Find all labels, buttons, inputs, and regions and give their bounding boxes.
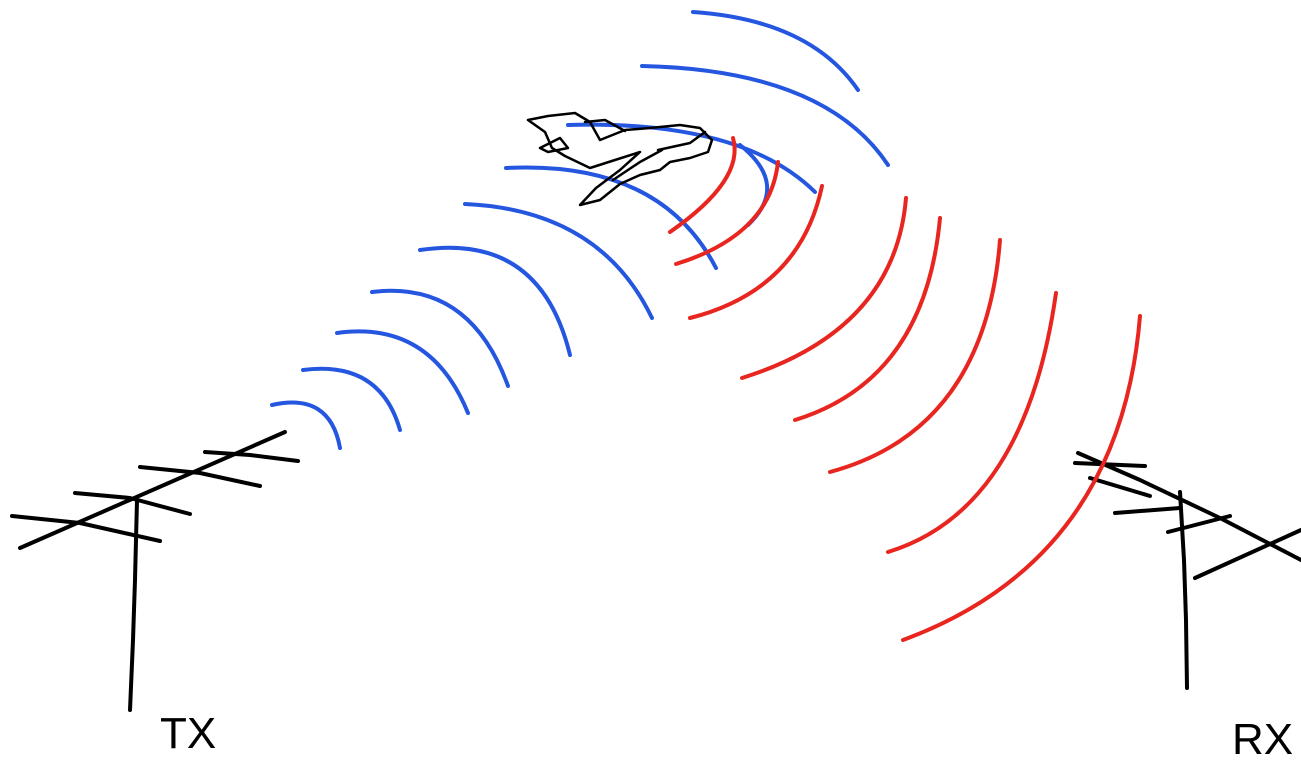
incident-wavefront (301, 366, 402, 432)
incident-wavefront (463, 202, 654, 320)
scattered-wavefront (674, 160, 780, 266)
rx-antenna-icon (1073, 451, 1301, 690)
tx-label: TX (160, 709, 217, 758)
incident-wavefront (566, 122, 817, 194)
incident-wavefront (640, 64, 890, 167)
incident-wavefront (270, 400, 342, 450)
incident-wavefront (418, 245, 572, 357)
scattered-wavefront (901, 314, 1142, 642)
scattered-wavefront (793, 216, 942, 422)
scattered-wavefront (688, 184, 824, 320)
incident-wavefront (335, 329, 470, 415)
incident-wavefront (504, 165, 718, 270)
incident-wavefronts (270, 10, 890, 450)
incident-wavefront (370, 288, 510, 388)
rx-label: RX (1232, 715, 1294, 764)
scattered-wavefront (668, 136, 737, 234)
scattered-wavefront (740, 196, 908, 380)
scattered-wavefront (886, 291, 1058, 554)
scattered-wavefront (828, 238, 1002, 474)
incident-wavefront (691, 10, 860, 92)
tx-antenna-icon (10, 430, 300, 712)
airplane-icon (526, 111, 714, 207)
scattered-wavefronts (668, 136, 1142, 642)
